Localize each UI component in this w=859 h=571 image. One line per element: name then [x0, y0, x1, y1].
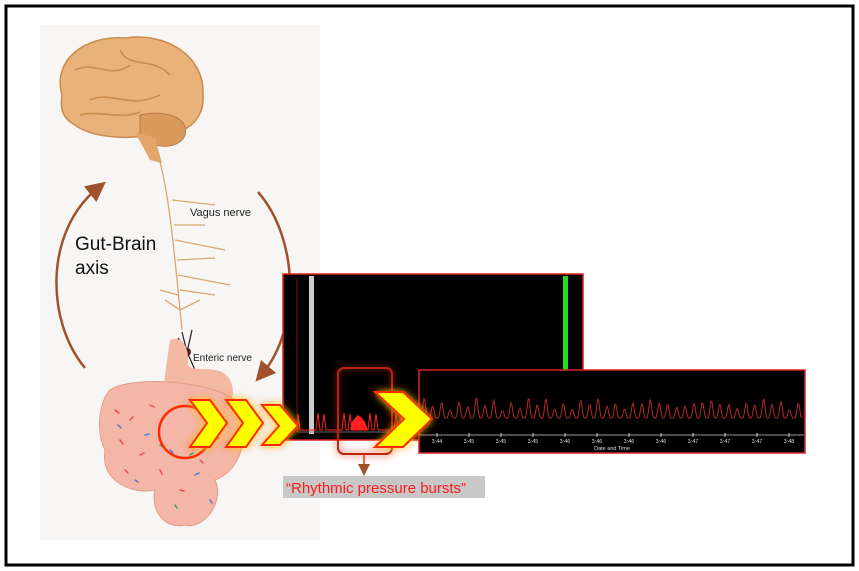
rhythmic-pressure-trace: [421, 396, 803, 419]
burst-highlight-box: [337, 367, 393, 455]
x-tick-label: 3:48: [784, 439, 795, 445]
rhythmic-bursts-callout: “Rhythmic pressure bursts”: [286, 480, 466, 497]
callout-background: [283, 476, 485, 498]
chevron-icon: [224, 399, 265, 448]
x-tick-label: 3:44: [432, 439, 443, 445]
x-tick-label: 3:47: [752, 439, 763, 445]
x-tick-label: 3:46: [560, 439, 571, 445]
enteric-nerve-label: Enteric nerve: [193, 353, 252, 364]
burst-region: [350, 415, 368, 430]
chevron-icon: [259, 404, 300, 446]
x-tick-label: 3:45: [496, 439, 507, 445]
ascending-arrow: [55, 181, 106, 369]
x-tick-label: 3:46: [592, 439, 603, 445]
chevron-icon: [188, 399, 229, 448]
zoomed-pressure-chart: 3:44 3:45 3:45 3:45 3:46 3:46 3:46 3:46 3:47 3:47…: [418, 369, 806, 454]
x-axis-title: Date and Time: [594, 446, 630, 452]
chevron-icon: [372, 391, 434, 448]
x-tick-label: 3:45: [528, 439, 539, 445]
vagus-nerve-label: Vagus nerve: [190, 207, 251, 219]
flow-chevrons: [188, 391, 434, 448]
gut-brain-axis-label: Gut-Brain axis: [75, 234, 162, 279]
green-marker: [563, 276, 568, 376]
x-tick-label: 3:46: [624, 439, 635, 445]
white-marker: [309, 276, 314, 434]
vagus-nerve: [159, 161, 231, 331]
x-tick-label: 3:45: [464, 439, 475, 445]
x-tick-label: 3:47: [688, 439, 699, 445]
brain-illustration: [59, 36, 204, 163]
x-tick-label: 3:46: [656, 439, 667, 445]
x-tick-label: 3:47: [720, 439, 731, 445]
